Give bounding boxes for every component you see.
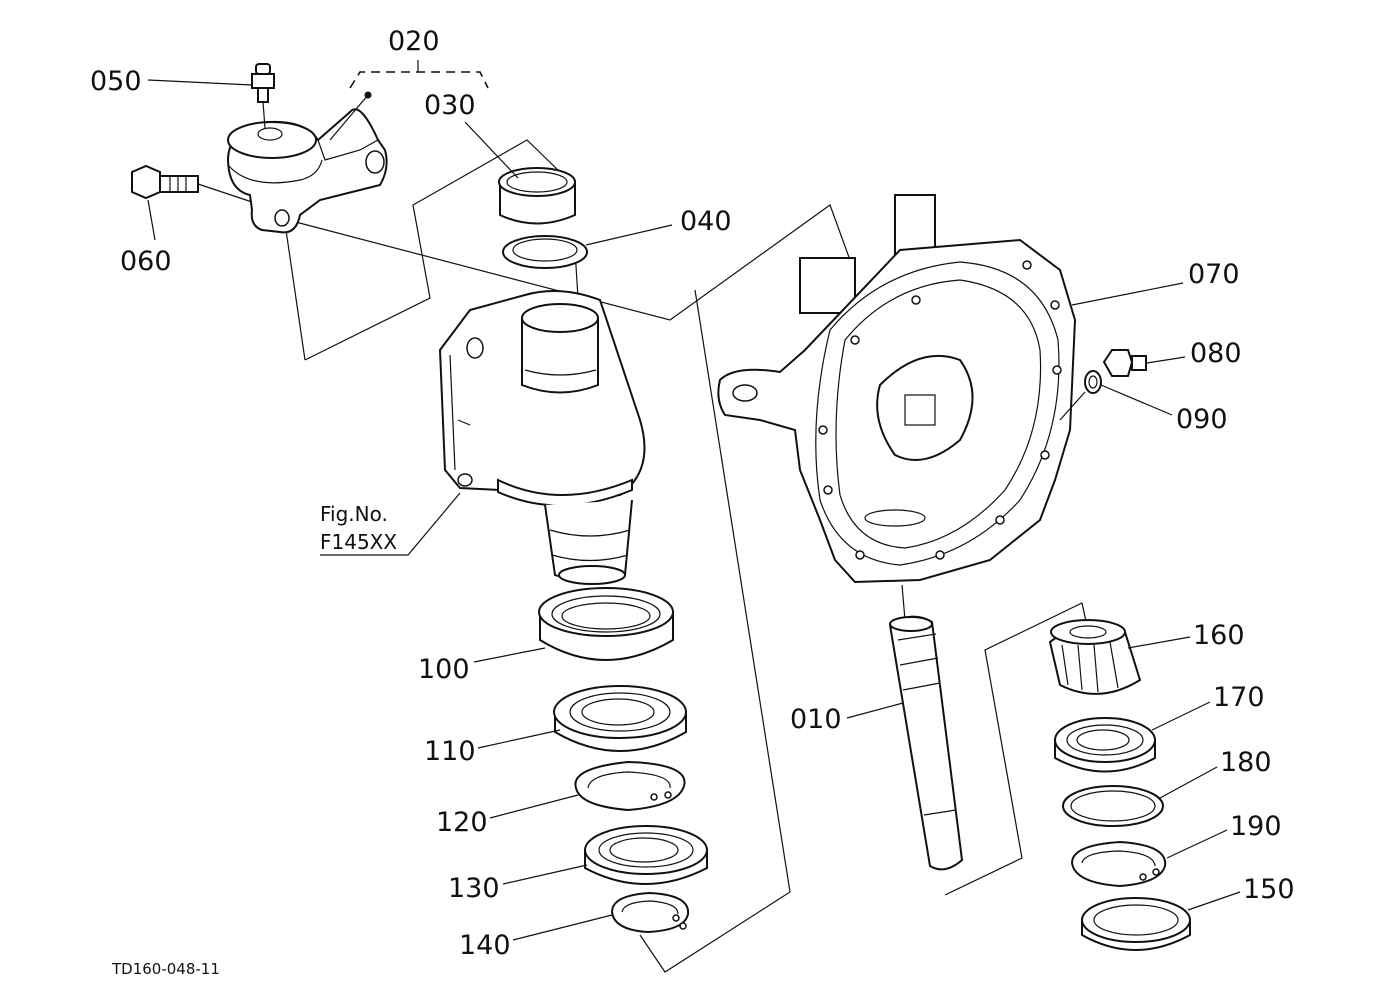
callout-110: 110 (424, 736, 476, 767)
callout-120: 120 (436, 807, 488, 838)
callout-leaders (147, 60, 1241, 941)
circlip-120 (574, 760, 686, 812)
drain-plug (1102, 349, 1147, 377)
callout-060: 060 (120, 246, 172, 277)
callout-170: 170 (1213, 682, 1265, 713)
bearing-seal-100 (538, 587, 674, 661)
diagram-code: TD160-048-11 (111, 960, 220, 978)
bolt (131, 164, 253, 203)
kingpin-housing (438, 290, 646, 585)
callout-020: 020 (388, 26, 440, 57)
oil-seal (502, 235, 588, 269)
callout-130: 130 (448, 873, 500, 904)
callout-190: 190 (1230, 811, 1282, 842)
callout-160: 160 (1193, 620, 1245, 651)
callout-180: 180 (1220, 747, 1272, 778)
circlip-190 (1070, 840, 1167, 888)
ball-bearing-110 (553, 685, 687, 752)
callout-150: 150 (1243, 874, 1295, 905)
callout-030: 030 (424, 90, 476, 121)
callout-100: 100 (418, 654, 470, 685)
ball-bearing-130 (584, 825, 708, 885)
figure-ref-line1: Fig.No. (320, 502, 388, 526)
callout-140: 140 (459, 930, 511, 961)
callout-080: 080 (1190, 338, 1242, 369)
final-case (717, 194, 1077, 584)
oil-seal-150 (1081, 897, 1191, 951)
bevel-gear (1048, 619, 1142, 695)
washer (1059, 370, 1102, 421)
shaft (888, 615, 964, 871)
callout-040: 040 (680, 206, 732, 237)
callout-010: 010 (790, 704, 842, 735)
callout-050: 050 (90, 66, 142, 97)
grease-nipple (251, 63, 275, 129)
bushing (498, 167, 576, 225)
circlip-140 (610, 891, 690, 934)
callout-labels: 050 060 020 030 040 070 080 090 Fig.No. … (90, 26, 1295, 978)
callout-090: 090 (1176, 404, 1228, 435)
figure-ref-line2: F145XX (320, 530, 397, 554)
shim-ring (1062, 785, 1164, 827)
callout-070: 070 (1188, 259, 1240, 290)
ball-bearing-170 (1054, 717, 1156, 773)
knuckle-arm (226, 108, 388, 234)
